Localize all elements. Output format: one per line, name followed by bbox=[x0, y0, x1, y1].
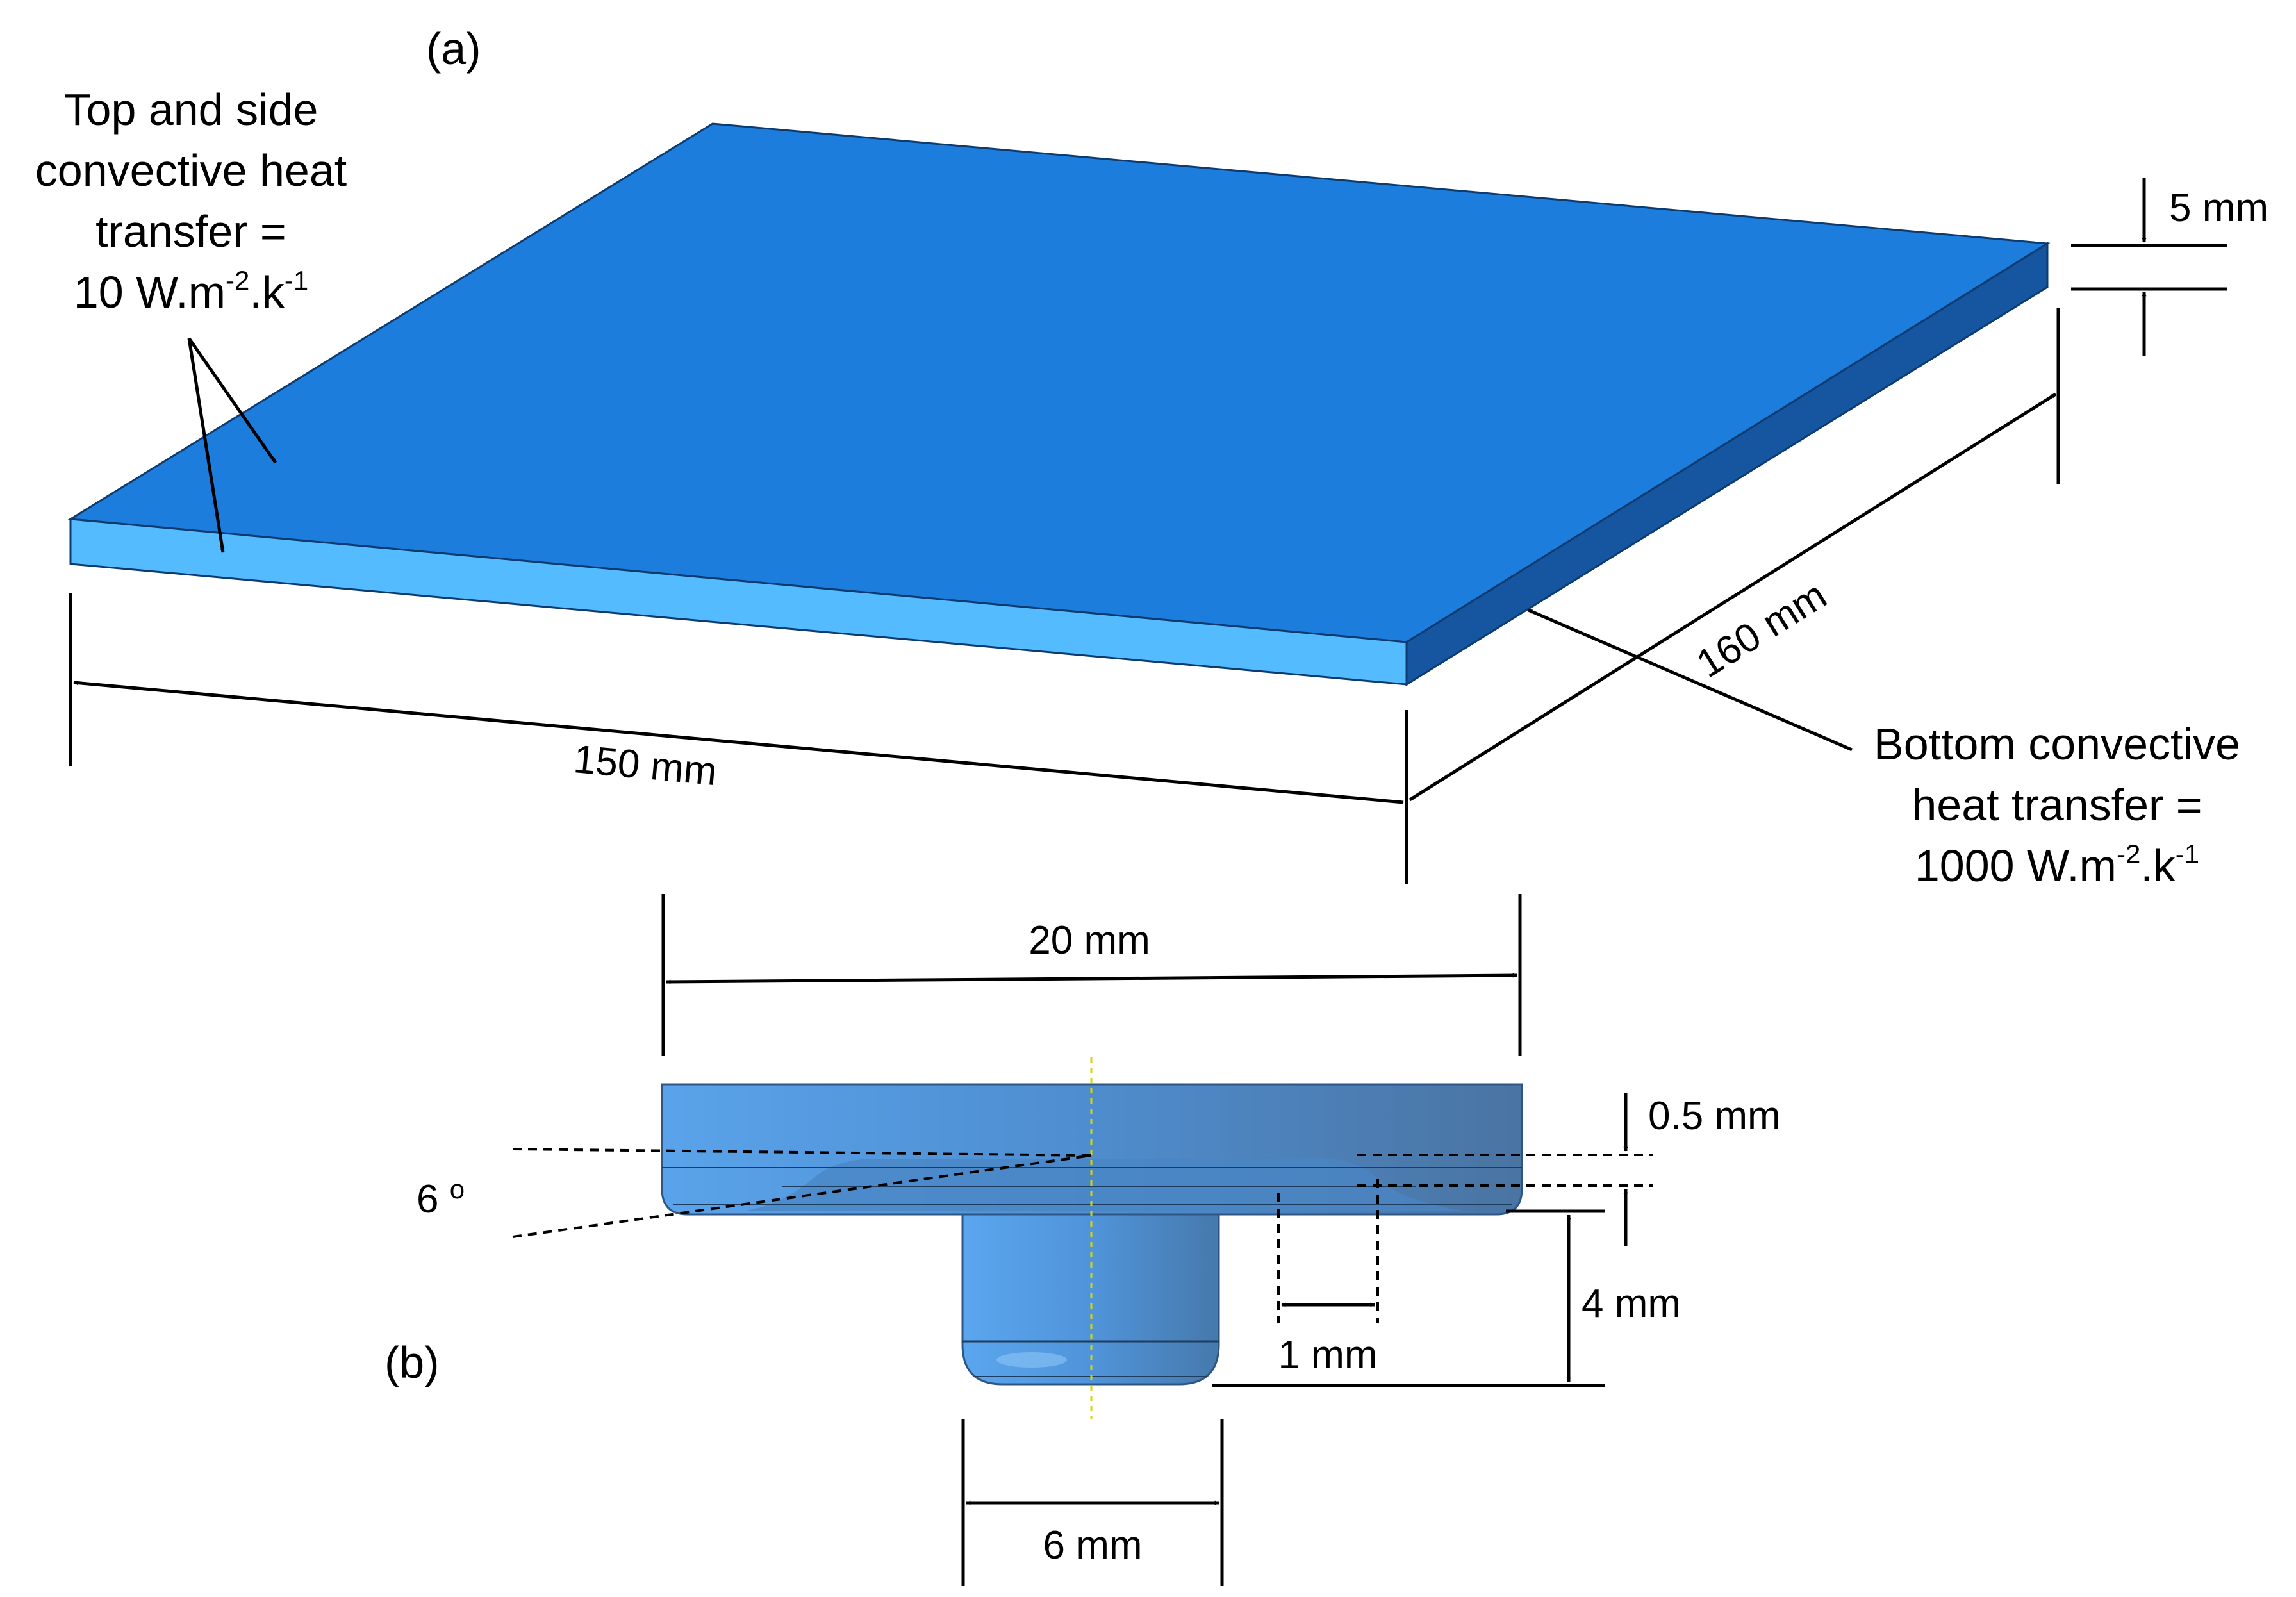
plate-drawing bbox=[67, 122, 2051, 686]
cone-angle-lines bbox=[512, 1148, 1092, 1238]
dim-05-lines bbox=[1357, 1093, 1653, 1246]
svg-text:convective heat: convective heat bbox=[35, 145, 347, 195]
dim-1-label: 1 mm bbox=[1278, 1333, 1378, 1377]
top-side-arrows bbox=[187, 337, 277, 553]
dim-5-label: 5 mm bbox=[2169, 186, 2268, 230]
dim-6-label: 6 mm bbox=[1043, 1523, 1143, 1568]
svg-text:Bottom convective: Bottom convective bbox=[1874, 719, 2240, 769]
svg-text:transfer =: transfer = bbox=[95, 206, 286, 256]
bottom-annotation: Bottom convective heat transfer = 1000 W… bbox=[1874, 719, 2240, 891]
svg-text:1000 W.m-2.k-1: 1000 W.m-2.k-1 bbox=[1915, 839, 2199, 891]
svg-text:Top and side: Top and side bbox=[64, 85, 318, 135]
panel-label-a: (a) bbox=[426, 24, 481, 74]
tool-shoulder bbox=[661, 1083, 1523, 1216]
dim-20-lines bbox=[661, 894, 1522, 1056]
cone-angle-label: 6 o bbox=[417, 1174, 465, 1221]
panel-label-b: (b) bbox=[384, 1337, 440, 1387]
dim-150-lines bbox=[69, 593, 1408, 884]
dim-4-lines bbox=[1212, 1209, 1605, 1387]
svg-text:heat transfer =: heat transfer = bbox=[1912, 780, 2202, 830]
bottom-convective-arrow bbox=[1528, 608, 1853, 752]
dim-5-lines bbox=[2071, 178, 2227, 356]
dim-160-label: 160 mm bbox=[1689, 573, 1835, 686]
dim-20-label: 20 mm bbox=[1028, 918, 1150, 963]
dim-6-lines bbox=[961, 1419, 1224, 1586]
dim-05-label: 0.5 mm bbox=[1648, 1094, 1781, 1138]
top-side-annotation: Top and side convective heat transfer = … bbox=[35, 85, 347, 317]
svg-text:10 W.m-2.k-1: 10 W.m-2.k-1 bbox=[74, 265, 308, 317]
dim-160-lines bbox=[1408, 308, 2060, 802]
dim-1-lines bbox=[1277, 1179, 1379, 1323]
dim-4-label: 4 mm bbox=[1582, 1282, 1681, 1326]
dim-150-label: 150 mm bbox=[572, 737, 718, 794]
